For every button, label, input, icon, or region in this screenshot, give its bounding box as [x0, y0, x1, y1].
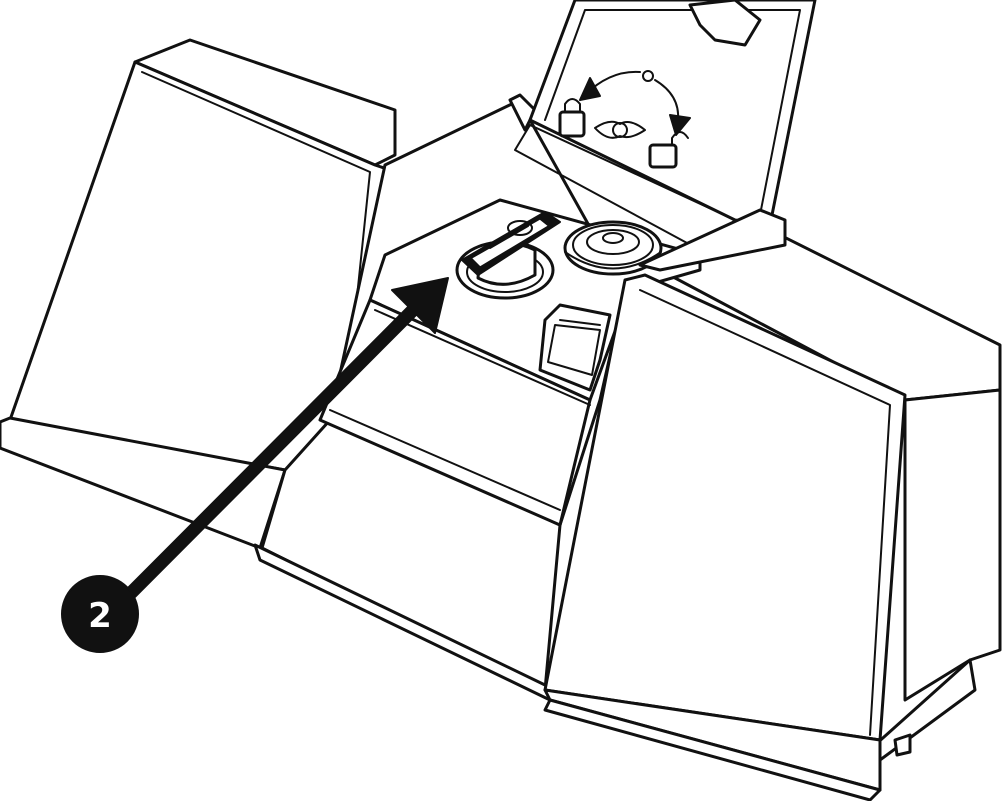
padlock-closed-icon: [558, 98, 586, 138]
padlock-open-icon: [648, 131, 689, 169]
hinged-lid: [508, 0, 817, 251]
right-rear-housing: [658, 223, 1002, 762]
rotation-arrows-icon: [579, 70, 691, 136]
callout-number: 2: [88, 596, 112, 636]
rotary-key-knob: [455, 211, 561, 300]
callout-badge: 2: [61, 575, 139, 653]
cup-holder: [538, 303, 612, 392]
left-housing: [0, 38, 397, 550]
key-handle-icon: [594, 120, 646, 139]
front-right-housing: [543, 208, 907, 801]
round-valve-cap: [563, 220, 663, 276]
